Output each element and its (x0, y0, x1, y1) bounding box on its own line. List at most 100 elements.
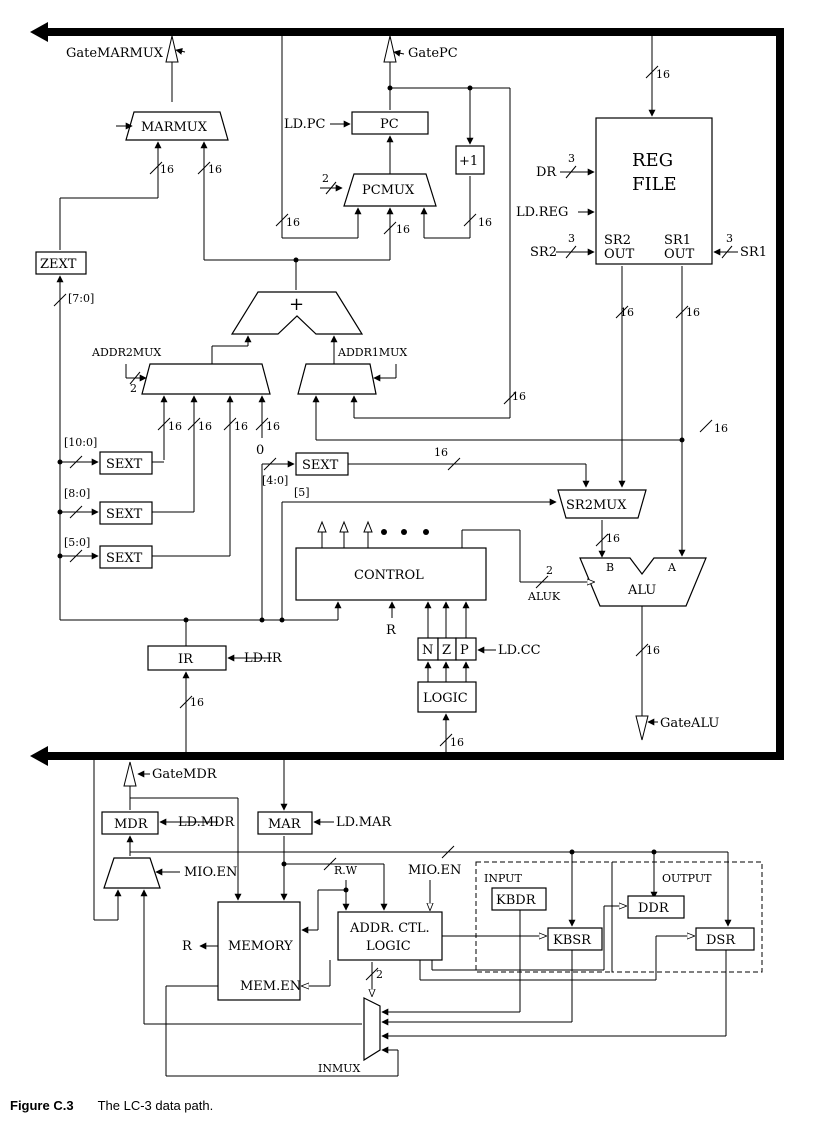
field-5-0: [5:0] (64, 536, 90, 549)
alu-a-label: A (667, 561, 677, 574)
sr1-out-label-2: OUT (664, 247, 695, 262)
sr2-out-label-2: OUT (604, 247, 635, 262)
addr1mux-label: ADDR1MUX (337, 346, 407, 359)
width-label: 16 (234, 420, 248, 433)
figure-title: The LC-3 data path. (97, 1098, 214, 1113)
field-8-0: [8:0] (64, 487, 90, 500)
output-device-region: OUTPUT (611, 861, 763, 973)
control-r-label: R (386, 623, 397, 638)
addr1mux (297, 363, 377, 395)
width-label: 3 (568, 152, 575, 165)
width-label: 16 (714, 422, 728, 435)
sext-4-0: SEXT (295, 452, 349, 476)
kbdr-label: KBDR (496, 893, 537, 908)
nzp-logic-label: LOGIC (423, 691, 468, 706)
kbsr-register: KBSR (547, 927, 603, 951)
sext-10-0-label: SEXT (106, 457, 143, 472)
sr1-label: SR1 (740, 245, 767, 260)
ddr-label: DDR (638, 901, 670, 916)
kbsr-label: KBSR (553, 933, 592, 948)
sext-10-0: SEXT (99, 451, 153, 475)
memory-r-label: R (182, 939, 193, 954)
sr2-label: SR2 (530, 245, 557, 260)
output-label: OUTPUT (662, 872, 712, 885)
control-label: CONTROL (354, 568, 424, 583)
gate-mdr-label: GateMDR (152, 767, 218, 782)
width-label: 3 (726, 232, 733, 245)
mar-register: MAR (257, 811, 313, 835)
sext-4-0-label: SEXT (302, 458, 339, 473)
addr-ctl-label-2: LOGIC (366, 939, 411, 954)
mio-en-left-label: MIO.EN (184, 865, 237, 880)
width-label: 2 (130, 382, 137, 395)
constant-zero: 0 (256, 443, 264, 458)
width-label: 16 (656, 68, 670, 81)
gate-alu-label: GateALU (660, 716, 719, 731)
zext-label: ZEXT (40, 257, 77, 272)
ddr-register: DDR (627, 895, 685, 919)
field-5: [5] (294, 486, 310, 499)
sext-8-0-label: SEXT (106, 507, 143, 522)
width-label: 16 (450, 736, 464, 749)
regfile-label-1: REG (632, 150, 673, 171)
width-label: 16 (208, 163, 222, 176)
gate-pc-label: GatePC (408, 46, 458, 61)
mio-en-right-label: MIO.EN (408, 863, 461, 878)
pcmux-label: PCMUX (362, 183, 415, 198)
plus-one-adder: +1 (455, 145, 485, 175)
n-flag: N (422, 643, 433, 658)
sr1-out-label-1: SR1 (664, 233, 691, 248)
address-control-logic: ADDR. CTL. LOGIC (337, 911, 443, 961)
width-label: 16 (606, 532, 620, 545)
marmux: MARMUX (116, 111, 229, 141)
ir-label: IR (178, 652, 194, 667)
width-label: 16 (646, 644, 660, 657)
width-label: 16 (190, 696, 204, 709)
input-label: INPUT (484, 872, 522, 885)
mdr-input-mux (103, 857, 161, 889)
width-label: 16 (512, 390, 526, 403)
sext-5-0-label: SEXT (106, 551, 143, 566)
alu: ALU B A (579, 557, 707, 607)
sr2mux: SR2MUX (557, 489, 647, 519)
ld-mdr-label: LD.MDR (178, 815, 235, 830)
width-label: 16 (620, 306, 634, 319)
width-label: 16 (286, 216, 300, 229)
dr-label: DR (536, 165, 557, 180)
memory: MEMORY MEM.EN (217, 901, 301, 1001)
pc-register: PC (351, 111, 429, 135)
register-file: REG FILE SR2 OUT SR1 OUT (595, 117, 713, 265)
gate-mdr: GateMDR (123, 761, 218, 787)
width-label: 16 (686, 306, 700, 319)
zext: ZEXT (35, 251, 87, 275)
ld-cc-label: LD.CC (498, 643, 541, 658)
dsr-register: DSR (695, 927, 755, 951)
width-label: 16 (478, 216, 492, 229)
address-adder: + (230, 291, 364, 335)
width-label: 2 (322, 172, 329, 185)
width-label: 16 (198, 420, 212, 433)
input-device-region: INPUT (475, 861, 613, 973)
gate-pc: GatePC (383, 35, 458, 110)
field-4-0: [4:0] (262, 474, 288, 487)
ld-reg-label: LD.REG (516, 205, 568, 220)
figure-number: Figure C.3 (10, 1098, 74, 1113)
p-flag: P (460, 643, 469, 658)
nzp-registers: N Z P (417, 637, 477, 661)
width-label: 16 (168, 420, 182, 433)
gate-alu: GateALU (635, 715, 719, 741)
addr2mux (141, 363, 271, 395)
memory-label: MEMORY (228, 939, 293, 954)
width-label: 2 (546, 564, 553, 577)
system-bus (30, 22, 784, 766)
ld-mar-label: LD.MAR (336, 815, 392, 830)
inmux (363, 997, 381, 1062)
width-label: 16 (396, 223, 410, 236)
gate-marmux: GateMARMUX (66, 35, 186, 102)
ld-ir-label: LD.IR (244, 651, 283, 666)
inmux-label: INMUX (318, 1062, 361, 1075)
pcmux: PCMUX (343, 173, 437, 207)
gate-marmux-label: GateMARMUX (66, 46, 164, 61)
ld-pc-label: LD.PC (284, 117, 325, 132)
